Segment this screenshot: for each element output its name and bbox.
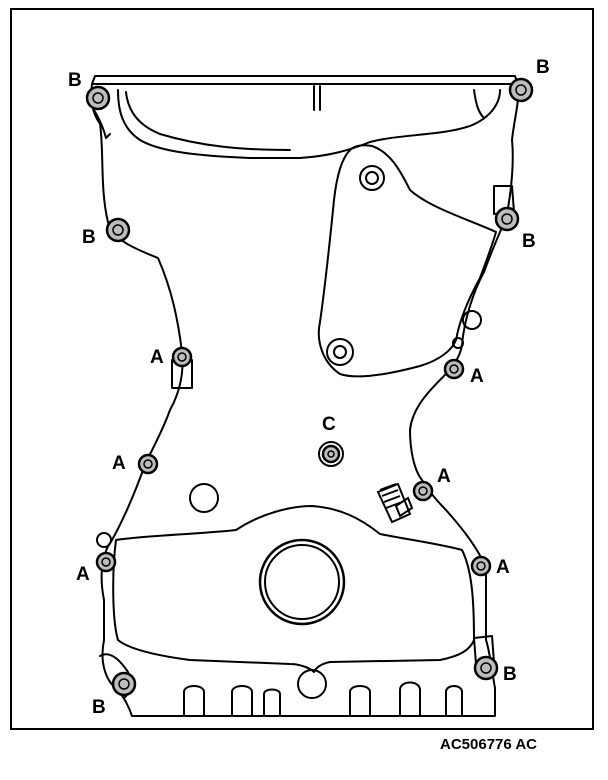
lower-hole-1 [189, 483, 219, 513]
label-b-bottom-left: B [92, 697, 106, 718]
cover-top-rail [91, 75, 519, 85]
label-b-upper-right: B [522, 231, 536, 252]
bolt-b-bottom-right [473, 655, 499, 681]
bolt-b-upper-left [105, 217, 131, 243]
label-a-left-lower: A [112, 453, 126, 474]
lower-hole-2 [297, 669, 327, 699]
label-b-upper-left: B [82, 227, 96, 248]
bolts-b [85, 77, 534, 697]
bolt-a-right-bottom [470, 555, 492, 577]
bolts-a [95, 346, 492, 577]
label-b-bottom-right: B [503, 664, 517, 685]
pivot-arm [317, 144, 497, 378]
sensor-connector [376, 482, 414, 524]
label-c-center: C [322, 414, 336, 435]
upper-rib-2 [473, 89, 485, 119]
label-a-right-mid: A [470, 366, 484, 387]
left-boss [96, 532, 112, 548]
bolt-a-left-bottom [95, 551, 117, 573]
left-web [93, 109, 111, 139]
figure-id: AC506776 AC [440, 736, 537, 753]
pivot-boss-outer [359, 165, 385, 191]
label-a-left-bottom: A [76, 564, 90, 585]
bottom-slots [183, 681, 463, 717]
label-a-right-lower: A [437, 466, 451, 487]
bolt-a-left-mid [171, 346, 193, 368]
bolt-a-left-lower [137, 453, 159, 475]
upper-rib [313, 85, 321, 111]
bolt-b-upper-right [494, 206, 520, 232]
label-a-left-mid: A [150, 347, 164, 368]
cover-outline [90, 83, 520, 717]
bolt-b-top-right [508, 77, 534, 103]
bolt-a-right-lower [412, 480, 434, 502]
callout-labels: B B B B A A C A A A A B B [68, 57, 550, 718]
arm-boss-inner [333, 345, 347, 359]
lower-section [112, 505, 475, 673]
bolt-a-right-mid [443, 358, 465, 380]
label-b-top-right: B [536, 57, 550, 78]
side-hole-2 [452, 337, 464, 349]
upper-cavity [117, 89, 501, 159]
pivot-boss-inner [365, 171, 379, 185]
arm-boss-outer [326, 338, 354, 366]
upper-cavity-inner [125, 91, 291, 151]
bolt-c-center [318, 441, 344, 467]
bolt-b-bottom-left [111, 671, 137, 697]
label-b-top-left: B [68, 70, 82, 91]
label-a-right-bottom: A [496, 557, 510, 578]
oil-seal-inner [264, 544, 340, 620]
diagram-frame [10, 8, 594, 730]
oil-seal-outer [258, 538, 346, 626]
bolt-b-top-left [85, 85, 111, 111]
side-hole-1 [462, 310, 482, 330]
